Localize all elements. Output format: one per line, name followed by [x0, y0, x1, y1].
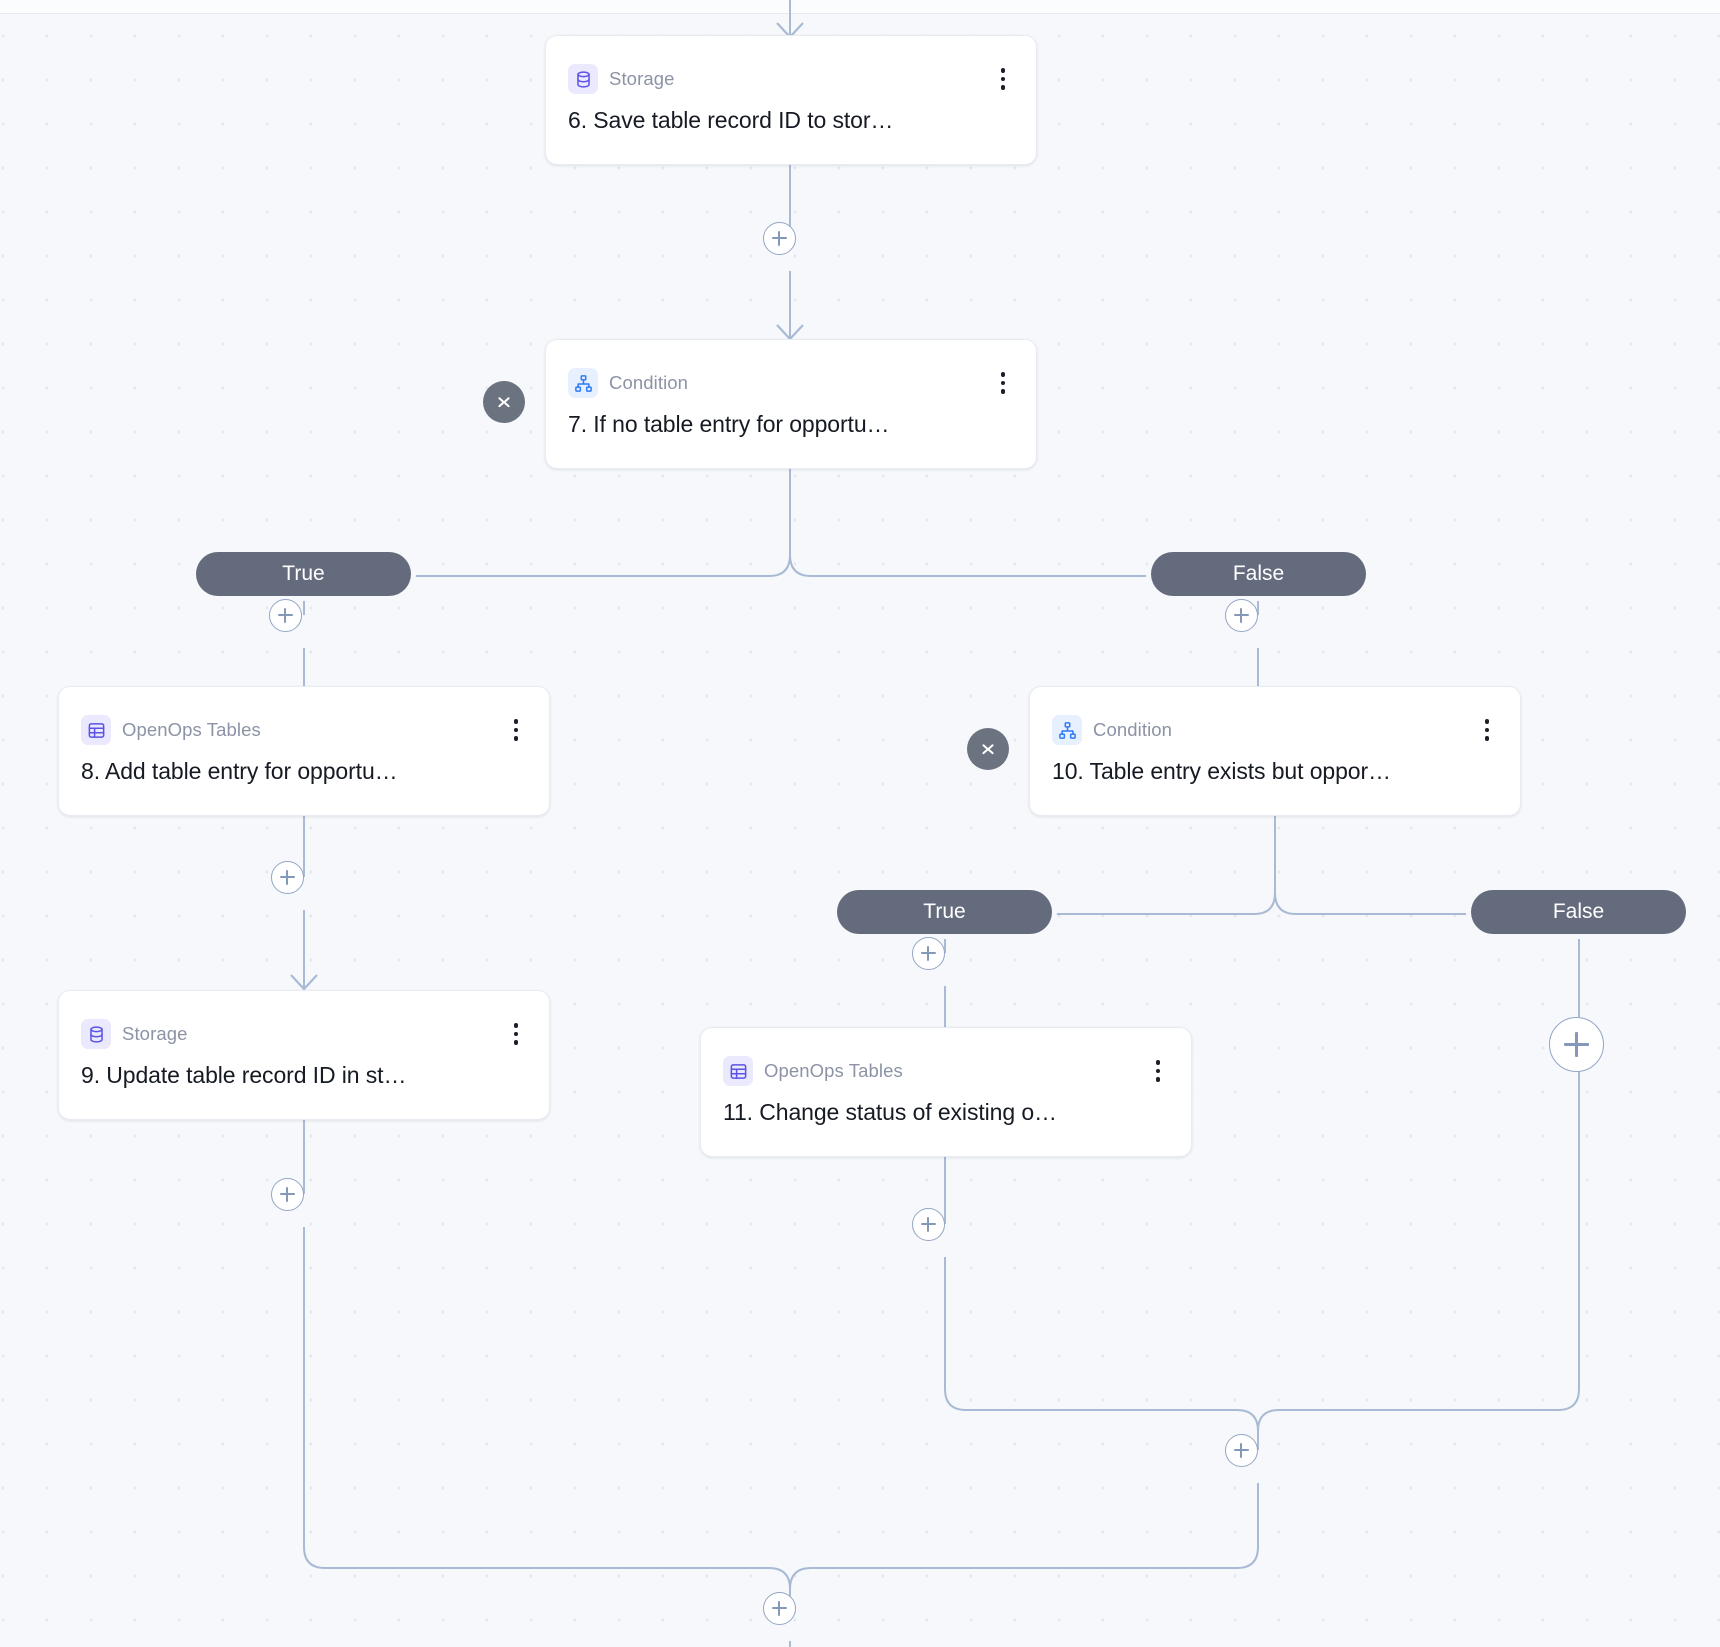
hierarchy-icon [568, 368, 598, 398]
add-step-button[interactable] [911, 936, 945, 970]
workflow-node-step-9[interactable]: Storage 9. Update table record ID in st… [58, 990, 550, 1120]
add-step-button[interactable] [762, 221, 796, 255]
node-type-label: OpenOps Tables [122, 719, 261, 740]
node-header: Storage [81, 1019, 527, 1049]
add-step-button[interactable] [762, 1591, 796, 1625]
workflow-node-step-11[interactable]: OpenOps Tables 11. Change status of exis… [700, 1027, 1192, 1157]
node-header: Condition [1052, 715, 1498, 745]
node-type-label: OpenOps Tables [764, 1060, 903, 1081]
add-step-button-large[interactable] [1548, 1016, 1604, 1072]
node-title: 11. Change status of existing o… [723, 1099, 1057, 1125]
node-title: 7. If no table entry for opportu… [568, 411, 890, 437]
node-type-label: Condition [609, 372, 689, 393]
kebab-menu-icon[interactable] [505, 718, 527, 742]
branch-label-true[interactable]: True [196, 552, 411, 596]
node-title: 8. Add table entry for opportu… [81, 758, 398, 784]
workflow-node-step-6[interactable]: Storage 6. Save table record ID to stor… [545, 35, 1037, 165]
canvas-top-divider [0, 0, 1720, 14]
add-step-button[interactable] [911, 1207, 945, 1241]
workflow-node-step-10[interactable]: Condition 10. Table entry exists but opp… [1029, 686, 1521, 816]
collapse-chevrons-icon[interactable] [483, 381, 525, 423]
kebab-menu-icon[interactable] [992, 67, 1014, 91]
node-title: 9. Update table record ID in st… [81, 1062, 407, 1088]
workflow-node-step-8[interactable]: OpenOps Tables 8. Add table entry for op… [58, 686, 550, 816]
kebab-menu-icon[interactable] [505, 1022, 527, 1046]
branch-label-false[interactable]: False [1151, 552, 1366, 596]
database-icon [81, 1019, 111, 1049]
node-header: OpenOps Tables [723, 1056, 1169, 1086]
hierarchy-icon [1052, 715, 1082, 745]
database-icon [568, 64, 598, 94]
add-step-button[interactable] [268, 598, 302, 632]
table-grid-icon [723, 1056, 753, 1086]
node-type-label: Storage [122, 1023, 188, 1044]
kebab-menu-icon[interactable] [1147, 1059, 1169, 1083]
collapse-chevrons-icon[interactable] [967, 728, 1009, 770]
add-step-button[interactable] [1224, 1433, 1258, 1467]
node-header: OpenOps Tables [81, 715, 527, 745]
node-header: Condition [568, 368, 1014, 398]
kebab-menu-icon[interactable] [992, 371, 1014, 395]
workflow-node-step-7[interactable]: Condition 7. If no table entry for oppor… [545, 339, 1037, 469]
branch-label-false[interactable]: False [1471, 890, 1686, 934]
node-type-label: Condition [1093, 719, 1173, 740]
node-header: Storage [568, 64, 1014, 94]
node-title: 10. Table entry exists but oppor… [1052, 758, 1391, 784]
node-type-label: Storage [609, 68, 675, 89]
node-title: 6. Save table record ID to stor… [568, 107, 894, 133]
add-step-button[interactable] [1224, 598, 1258, 632]
branch-label-true[interactable]: True [837, 890, 1052, 934]
table-grid-icon [81, 715, 111, 745]
kebab-menu-icon[interactable] [1476, 718, 1498, 742]
add-step-button[interactable] [270, 860, 304, 894]
add-step-button[interactable] [270, 1177, 304, 1211]
